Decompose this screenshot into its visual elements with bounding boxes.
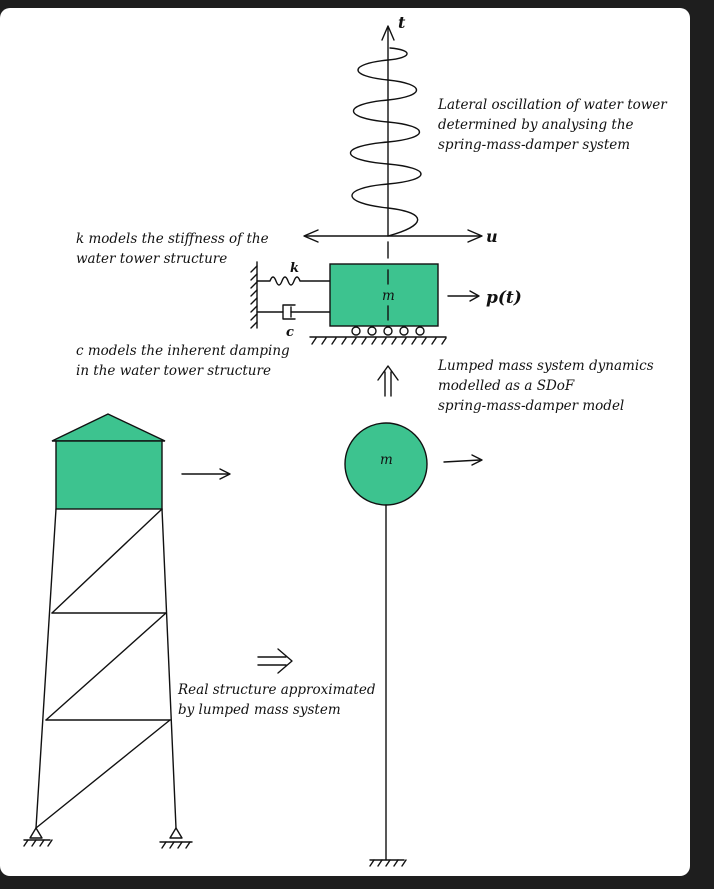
- spring-k-symbol: k: [290, 261, 299, 276]
- u-axis-right-arrowhead: [467, 229, 483, 243]
- wall-hatching: [250, 265, 258, 329]
- spring-k: [256, 276, 331, 286]
- oscillation-label-2: determined by analysing the: [438, 117, 634, 133]
- u-axis-left-arrowhead: [303, 229, 319, 243]
- diagram-canvas: t u Lateral oscillation of water tower d…: [0, 8, 690, 876]
- sdof-label-3: spring-mass-damper model: [438, 398, 624, 414]
- t-axis-label: t: [398, 13, 406, 32]
- ground-hatching: [311, 337, 447, 345]
- oscillation-label-1: Lateral oscillation of water tower: [437, 97, 668, 113]
- double-right-arrow: [257, 648, 293, 674]
- tower-motion-arrowhead: [219, 468, 231, 480]
- stiffness-label-1: k models the stiffness of the: [76, 231, 269, 247]
- t-axis-arrowhead: [381, 25, 395, 41]
- double-up-arrow: [377, 365, 399, 397]
- approx-label-1: Real structure approximated: [177, 682, 376, 698]
- sdof-label-2: modelled as a SDoF: [438, 378, 575, 394]
- oscillation-curve: [350, 47, 422, 237]
- water-tower-sdof-diagram: t u Lateral oscillation of water tower d…: [23, 13, 668, 867]
- damper-cylinder: [282, 304, 296, 320]
- lumped-mass-motion-arrow: [443, 459, 481, 463]
- oscillation-label-3: spring-mass-damper system: [438, 137, 630, 153]
- column-base-hatching: [369, 859, 407, 867]
- damping-label-2: in the water tower structure: [76, 363, 271, 379]
- mass-block: [329, 263, 439, 327]
- mass-block-symbol: m: [382, 288, 395, 304]
- lumped-mass-motion-arrowhead: [471, 454, 483, 466]
- u-axis-label: u: [486, 227, 498, 246]
- sdof-label-1: Lumped mass system dynamics: [437, 358, 654, 374]
- force-arrow-head: [469, 290, 480, 302]
- tower-frame: [35, 508, 177, 829]
- water-tank: [55, 440, 163, 510]
- approx-label-2: by lumped mass system: [178, 702, 341, 718]
- tank-roof: [51, 413, 166, 442]
- damping-label-1: c models the inherent damping: [76, 343, 290, 359]
- damper-c-symbol: c: [286, 325, 294, 340]
- tower-supports: [23, 827, 193, 849]
- roller-wheels: [351, 326, 425, 336]
- stiffness-label-2: water tower structure: [76, 251, 227, 267]
- force-symbol: p(t): [486, 288, 522, 308]
- lumped-mass-symbol: m: [380, 452, 393, 468]
